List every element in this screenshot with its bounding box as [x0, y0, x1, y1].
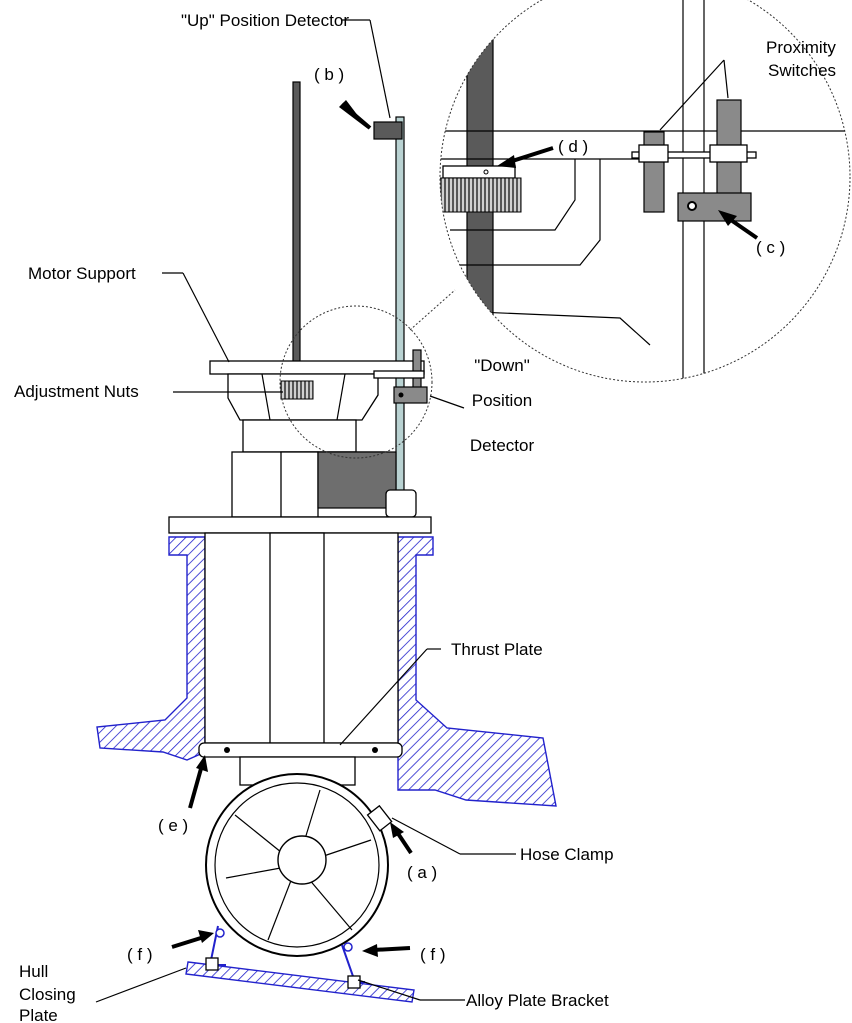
label-proximity-switches-line2: Switches	[768, 61, 836, 80]
up-position-detector	[373, 121, 403, 140]
callout-label-a: ( a )	[407, 863, 437, 882]
callout-label-f-left: ( f )	[127, 945, 153, 964]
mounting-flange	[168, 516, 432, 534]
label-hull-closing-plate-line3: Plate	[19, 1006, 58, 1023]
label-adjustment-nuts: Adjustment Nuts	[14, 382, 139, 401]
leader-lines	[95, 19, 729, 1003]
callout-arrow-f-right	[372, 946, 411, 952]
label-thrust-plate: Thrust Plate	[451, 640, 543, 659]
label-hose-clamp: Hose Clamp	[520, 845, 614, 864]
position-rod	[395, 116, 405, 496]
adjustment-nuts	[280, 380, 314, 400]
callout-label-e: ( e )	[158, 816, 188, 835]
callout-label-c: ( c )	[756, 238, 785, 257]
callout-arrows	[171, 100, 759, 957]
label-down-detector-line1: "Down"	[474, 356, 530, 375]
zoom-source-circle	[279, 305, 433, 459]
tube-core	[269, 532, 325, 744]
label-hull-closing-plate-line2: Closing	[19, 985, 76, 1004]
label-down-detector-line2: Position	[472, 391, 532, 410]
hose-clamp	[366, 804, 393, 832]
callout-arrow-c	[726, 216, 759, 240]
hull-closing-plate	[185, 961, 415, 1003]
label-proximity-switches-line1: Proximity	[766, 38, 836, 57]
tunnel-wall-left	[96, 536, 206, 761]
label-alloy-plate-bracket: Alloy Plate Bracket	[466, 991, 609, 1010]
propeller-blades	[225, 789, 372, 941]
callout-label-b: ( b )	[314, 65, 344, 84]
label-hull-closing-plate-line1: Hull	[19, 962, 48, 981]
callout-arrow-f-left	[171, 935, 205, 949]
labels: "Up" Position Detector Proximity Switche…	[14, 11, 836, 1023]
callout-label-f-right: ( f )	[420, 945, 446, 964]
main-assembly	[96, 81, 557, 1003]
tunnel-wall-right	[397, 536, 557, 807]
callout-arrow-a	[395, 830, 413, 855]
motor-side-block	[317, 451, 397, 509]
zoom-detail	[439, 0, 851, 383]
callout-arrow-e	[188, 764, 204, 809]
motor-drum	[242, 419, 357, 453]
label-motor-support: Motor Support	[28, 264, 136, 283]
label-down-detector-line3: Detector	[470, 436, 535, 455]
zoom-detail-circle	[439, 0, 851, 383]
label-up-position-detector: "Up" Position Detector	[181, 11, 349, 30]
propeller-hub	[277, 835, 327, 885]
callout-label-d: ( d )	[558, 137, 588, 156]
